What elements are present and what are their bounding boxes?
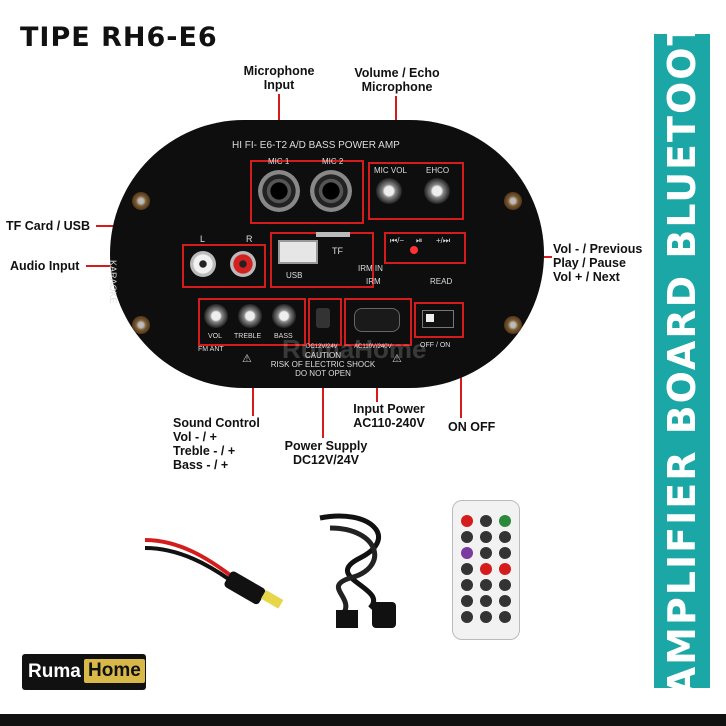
- treble-label: TREBLE: [234, 333, 262, 340]
- read-label: READ: [430, 277, 453, 286]
- callout-text: AC110-240V: [353, 416, 425, 430]
- play-pause-button-icon[interactable]: ⏯: [416, 236, 423, 245]
- page-title: TIPE RH6-E6: [20, 22, 218, 53]
- ac-power-cord-image: [319, 513, 396, 628]
- dc-power-cable-image: [144, 538, 284, 609]
- mic2-label: MIC 2: [322, 157, 344, 166]
- bass-label: BASS: [274, 333, 293, 340]
- callout-playback-controls: Vol - / Previous Play / Pause Vol + / Ne…: [553, 242, 642, 284]
- remote-control-image: [452, 500, 520, 640]
- sound-control-box: [198, 298, 306, 346]
- vol-label: VOL: [208, 333, 223, 340]
- callout-power-supply: Power Supply DC12V/24V: [276, 439, 376, 467]
- fm-ant-label: FM ANT: [198, 346, 224, 353]
- treble-knob[interactable]: [238, 304, 262, 328]
- callout-text: Input: [263, 78, 295, 92]
- brand-logo: Ruma Home: [22, 654, 146, 690]
- callout-text: Vol - / +: [173, 430, 217, 444]
- audio-input-box: [182, 244, 266, 288]
- usb-port[interactable]: [278, 240, 318, 264]
- tf-label: TF: [332, 246, 343, 256]
- callout-text: Microphone: [361, 80, 433, 94]
- irm-in-label: IRM IN: [358, 264, 383, 273]
- mic1-jack[interactable]: [258, 170, 300, 212]
- ac-inlet-box: [344, 298, 412, 346]
- screw-icon: [504, 192, 522, 210]
- mic-input-box: [250, 160, 364, 224]
- screw-icon: [132, 192, 150, 210]
- karaoke-label: KARAOKE: [108, 260, 118, 304]
- watermark: RumaHome: [282, 334, 427, 364]
- callout-on-off: ON OFF: [448, 420, 496, 434]
- caution-line: CAUTION: [305, 351, 341, 360]
- rca-right-jack[interactable]: [230, 251, 256, 277]
- bass-knob[interactable]: [272, 304, 296, 328]
- rca-left-jack[interactable]: [190, 251, 216, 277]
- left-channel-label: L: [200, 234, 206, 244]
- warning-icon: ⚠: [242, 353, 252, 365]
- amplifier-board: HI FI- E6-T2 A/D BASS POWER AMP MIC 1 MI…: [108, 120, 544, 388]
- dc-jack-box: [308, 298, 342, 346]
- callout-text: Input Power: [353, 402, 425, 416]
- mic-vol-label: MIC VOL: [374, 166, 407, 175]
- dc-jack[interactable]: [316, 308, 330, 328]
- caution-text: CAUTION RISK OF ELECTRIC SHOCK DO NOT OP…: [258, 351, 388, 378]
- callout-text: Microphone: [243, 64, 315, 78]
- mic-vol-echo-box: [368, 162, 464, 220]
- callout-microphone-input: Microphone Input: [232, 64, 326, 92]
- callout-line: [322, 340, 324, 438]
- callout-text: Treble - / +: [173, 444, 236, 458]
- callout-text: Play / Pause: [553, 256, 626, 270]
- callout-text: Sound Control: [173, 416, 260, 430]
- screw-icon: [132, 316, 150, 334]
- warning-icon: ⚠: [392, 353, 402, 365]
- callout-text: Volume / Echo: [354, 66, 440, 80]
- callout-text: DC12V/24V: [292, 453, 359, 467]
- callout-tf-card: TF Card / USB: [6, 219, 91, 233]
- ac-inlet[interactable]: [354, 308, 400, 332]
- power-switch-box: [414, 302, 464, 338]
- prev-button-icon[interactable]: ⏮/−: [390, 236, 405, 245]
- irm-label: IRM: [366, 277, 381, 286]
- usb-label: USB: [286, 271, 303, 280]
- side-banner: [654, 34, 710, 688]
- caution-line: DO NOT OPEN: [295, 369, 351, 378]
- bottom-bar: [0, 714, 726, 726]
- caution-line: RISK OF ELECTRIC SHOCK: [270, 360, 376, 369]
- tf-slot[interactable]: [316, 232, 350, 237]
- ac-label: AC110V/240V: [354, 344, 392, 350]
- echo-label: EHCO: [426, 166, 450, 175]
- board-header: HI FI- E6-T2 A/D BASS POWER AMP: [232, 140, 400, 151]
- banner-text: AMPLIFIER BOARD BLUETOOTH: [660, 0, 704, 697]
- callout-sound-control: Sound Control Vol - / + Treble - / + Bas…: [173, 416, 260, 472]
- callout-text: Bass - / +: [173, 458, 229, 472]
- next-button-icon[interactable]: +/⏭: [436, 236, 451, 245]
- brand-part1: Ruma: [28, 661, 81, 682]
- callout-text: Power Supply: [284, 439, 368, 453]
- callout-volume-echo: Volume / Echo Microphone: [344, 66, 450, 94]
- echo-knob[interactable]: [424, 178, 450, 204]
- status-led: [410, 246, 418, 254]
- callout-line: [460, 340, 462, 418]
- mic-volume-knob[interactable]: [376, 178, 402, 204]
- mic2-jack[interactable]: [310, 170, 352, 212]
- switch-indicator: [426, 314, 434, 322]
- callout-audio-input: Audio Input: [10, 259, 80, 273]
- right-channel-label: R: [246, 234, 253, 244]
- volume-knob[interactable]: [204, 304, 228, 328]
- playback-buttons-box: [384, 232, 466, 264]
- callout-text: Vol - / Previous: [553, 242, 643, 256]
- power-switch[interactable]: [422, 310, 454, 328]
- mic1-label: MIC 1: [268, 157, 290, 166]
- off-on-label: OFF / ON: [420, 342, 451, 349]
- brand-part2: Home: [84, 659, 145, 683]
- callout-text: Vol + / Next: [553, 270, 620, 284]
- screw-icon: [504, 316, 522, 334]
- dc-label: DC12V/24V: [306, 344, 338, 350]
- remote-buttons: [461, 515, 511, 623]
- callout-input-power: Input Power AC110-240V: [344, 402, 434, 430]
